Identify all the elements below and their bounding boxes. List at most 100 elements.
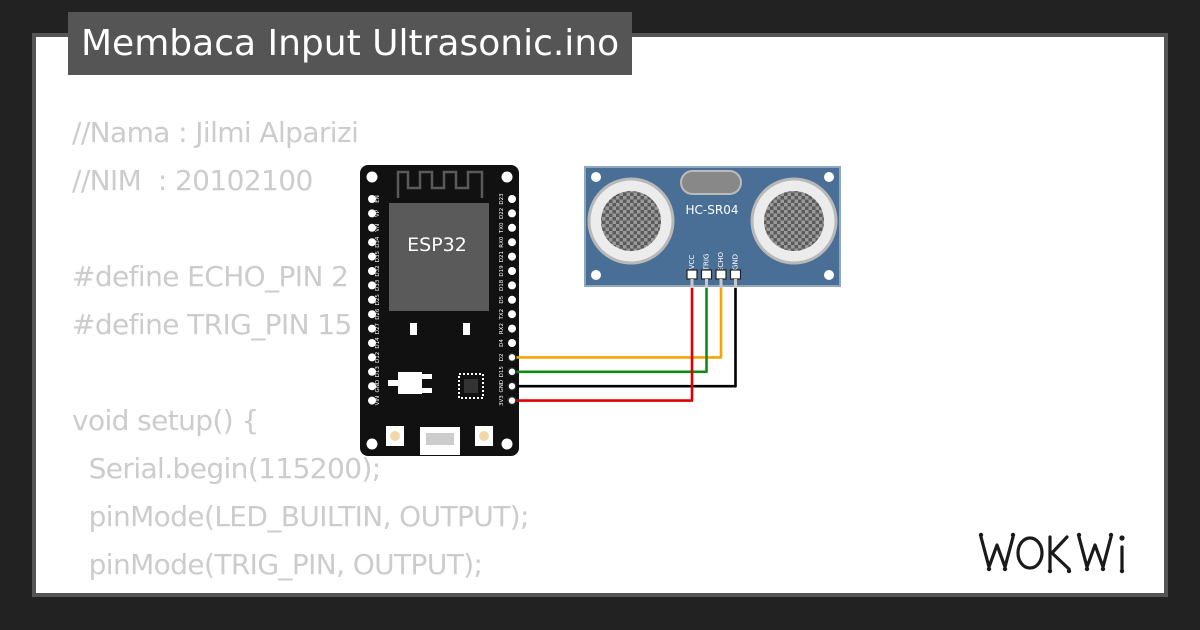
code-line: //NIM : 20102100 bbox=[72, 164, 313, 197]
pin-header-gnd[interactable] bbox=[368, 382, 376, 391]
pin-header-d14[interactable] bbox=[368, 339, 376, 347]
usb-uart-chip-core bbox=[464, 379, 478, 393]
wire-endpoint bbox=[507, 381, 517, 391]
mounting-hole bbox=[824, 270, 834, 280]
sensor-pin-gnd[interactable] bbox=[729, 269, 742, 280]
mounting-hole bbox=[824, 172, 834, 182]
pin-label: D13 bbox=[375, 366, 381, 378]
smd-part bbox=[410, 323, 417, 335]
usb-uart-chip bbox=[458, 373, 484, 399]
code-line: #define ECHO_PIN 2 bbox=[72, 260, 349, 293]
sensor-pin-label: VCC bbox=[688, 255, 696, 270]
pin-header-d35[interactable] bbox=[368, 252, 376, 261]
gnd-wire[interactable] bbox=[512, 288, 737, 388]
code-line: pinMode(LED_BUILTIN, OUTPUT); bbox=[72, 500, 530, 533]
pin-label: D21 bbox=[499, 251, 505, 262]
code-line: void setup() { bbox=[72, 404, 259, 437]
voltage-regulator bbox=[398, 372, 422, 394]
sensor-pin-label: GND bbox=[732, 254, 740, 270]
pin-header-d19[interactable] bbox=[508, 267, 516, 275]
sensor-pin-label: TRIG bbox=[703, 254, 711, 272]
pin-header-d21[interactable] bbox=[508, 252, 516, 261]
pin-header-d22[interactable] bbox=[508, 209, 516, 218]
sensor-pin-leg bbox=[690, 279, 694, 288]
pin-header-d5[interactable] bbox=[508, 295, 516, 304]
regulator-lead bbox=[422, 388, 432, 393]
pin-header-tx0[interactable] bbox=[508, 223, 516, 232]
wire-endpoint bbox=[507, 367, 517, 377]
esp32-chip bbox=[389, 203, 489, 311]
pin-label: D18 bbox=[499, 279, 505, 291]
sensor-pin-trig[interactable] bbox=[700, 269, 713, 280]
pin-label: RX2 bbox=[499, 323, 505, 334]
pin-header-tx2[interactable] bbox=[508, 310, 516, 319]
crystal-oscillator bbox=[680, 170, 742, 195]
pin-label: D14 bbox=[375, 337, 381, 349]
echo-wire[interactable] bbox=[512, 288, 723, 359]
pin-label: D25 bbox=[375, 294, 381, 306]
pin-label: D27 bbox=[375, 322, 381, 334]
pin-label: D19 bbox=[499, 265, 505, 277]
pin-header-vp[interactable] bbox=[368, 209, 376, 218]
pin-header-vn[interactable] bbox=[368, 223, 376, 232]
wires bbox=[507, 288, 737, 406]
pin-label: D34 bbox=[375, 236, 381, 248]
pin-header-d34[interactable] bbox=[368, 238, 376, 247]
esp32-board[interactable]: ESP32 ENVPVND34D35D32D33D25D26D27D14D12D… bbox=[360, 165, 519, 456]
wire-endpoint bbox=[507, 352, 517, 363]
boot-button-cap[interactable] bbox=[390, 431, 400, 441]
pin-label: GND bbox=[375, 380, 381, 393]
pin-label: VN bbox=[375, 224, 381, 232]
regulator-lead bbox=[422, 374, 432, 379]
pin-header-d18[interactable] bbox=[508, 281, 516, 290]
pin-label: GND bbox=[499, 380, 505, 393]
project-title[interactable]: Membaca Input Ultrasonic.ino bbox=[68, 12, 633, 75]
code-line: #define TRIG_PIN 15 bbox=[72, 308, 352, 341]
mounting-hole bbox=[366, 438, 378, 450]
pin-header-d26[interactable] bbox=[368, 310, 376, 319]
mounting-hole bbox=[501, 438, 513, 450]
pin-header-rx0[interactable] bbox=[508, 238, 516, 247]
pin-header-d33[interactable] bbox=[368, 281, 376, 290]
transducer-right-mesh bbox=[764, 191, 824, 251]
pin-header-d23[interactable] bbox=[508, 195, 516, 203]
pin-header-d13[interactable] bbox=[368, 367, 376, 376]
trig-wire[interactable] bbox=[512, 288, 708, 374]
wokwi-logo bbox=[978, 532, 1125, 574]
pin-header-d27[interactable] bbox=[368, 324, 376, 333]
pin-header-d12[interactable] bbox=[368, 353, 376, 362]
pin-label: TX0 bbox=[499, 222, 505, 234]
pin-header-rx2[interactable] bbox=[508, 324, 516, 333]
project-card[interactable]: //Nama : Jilmi Alparizi //NIM : 20102100… bbox=[32, 33, 1168, 597]
sensor-pin-vcc[interactable] bbox=[686, 269, 698, 280]
antenna-trace bbox=[396, 170, 484, 198]
pin-header-vin[interactable] bbox=[368, 396, 376, 405]
pin-header-d4[interactable] bbox=[508, 339, 516, 347]
pin-label: D12 bbox=[375, 352, 381, 363]
pin-label: VP bbox=[375, 209, 381, 217]
mounting-hole bbox=[591, 270, 601, 280]
usb-port-opening bbox=[426, 433, 454, 445]
pin-label: D23 bbox=[499, 193, 505, 205]
pin-label: D33 bbox=[375, 279, 381, 291]
pin-label: EN bbox=[375, 195, 381, 203]
pin-header-d32[interactable] bbox=[368, 267, 376, 275]
sensor-pin-echo[interactable] bbox=[715, 269, 727, 280]
code-line: pinMode(TRIG_PIN, OUTPUT); bbox=[72, 548, 483, 581]
mounting-hole bbox=[591, 172, 601, 182]
pin-label: D15 bbox=[499, 366, 505, 378]
mounting-hole bbox=[501, 171, 513, 183]
pin-label: TX2 bbox=[499, 309, 505, 321]
reset-button-cap[interactable] bbox=[479, 431, 489, 441]
sensor-pin-leg bbox=[734, 279, 737, 288]
pin-header-en[interactable] bbox=[368, 195, 376, 203]
vcc-wire[interactable] bbox=[512, 288, 694, 402]
sensor-pin-leg bbox=[719, 279, 723, 288]
code-preview: //Nama : Jilmi Alparizi //NIM : 20102100… bbox=[72, 109, 530, 593]
pin-label: 3V3 bbox=[499, 395, 505, 406]
transducer-left-mesh bbox=[601, 191, 661, 251]
pin-label: RX0 bbox=[499, 236, 505, 248]
pin-header-d25[interactable] bbox=[368, 295, 376, 304]
